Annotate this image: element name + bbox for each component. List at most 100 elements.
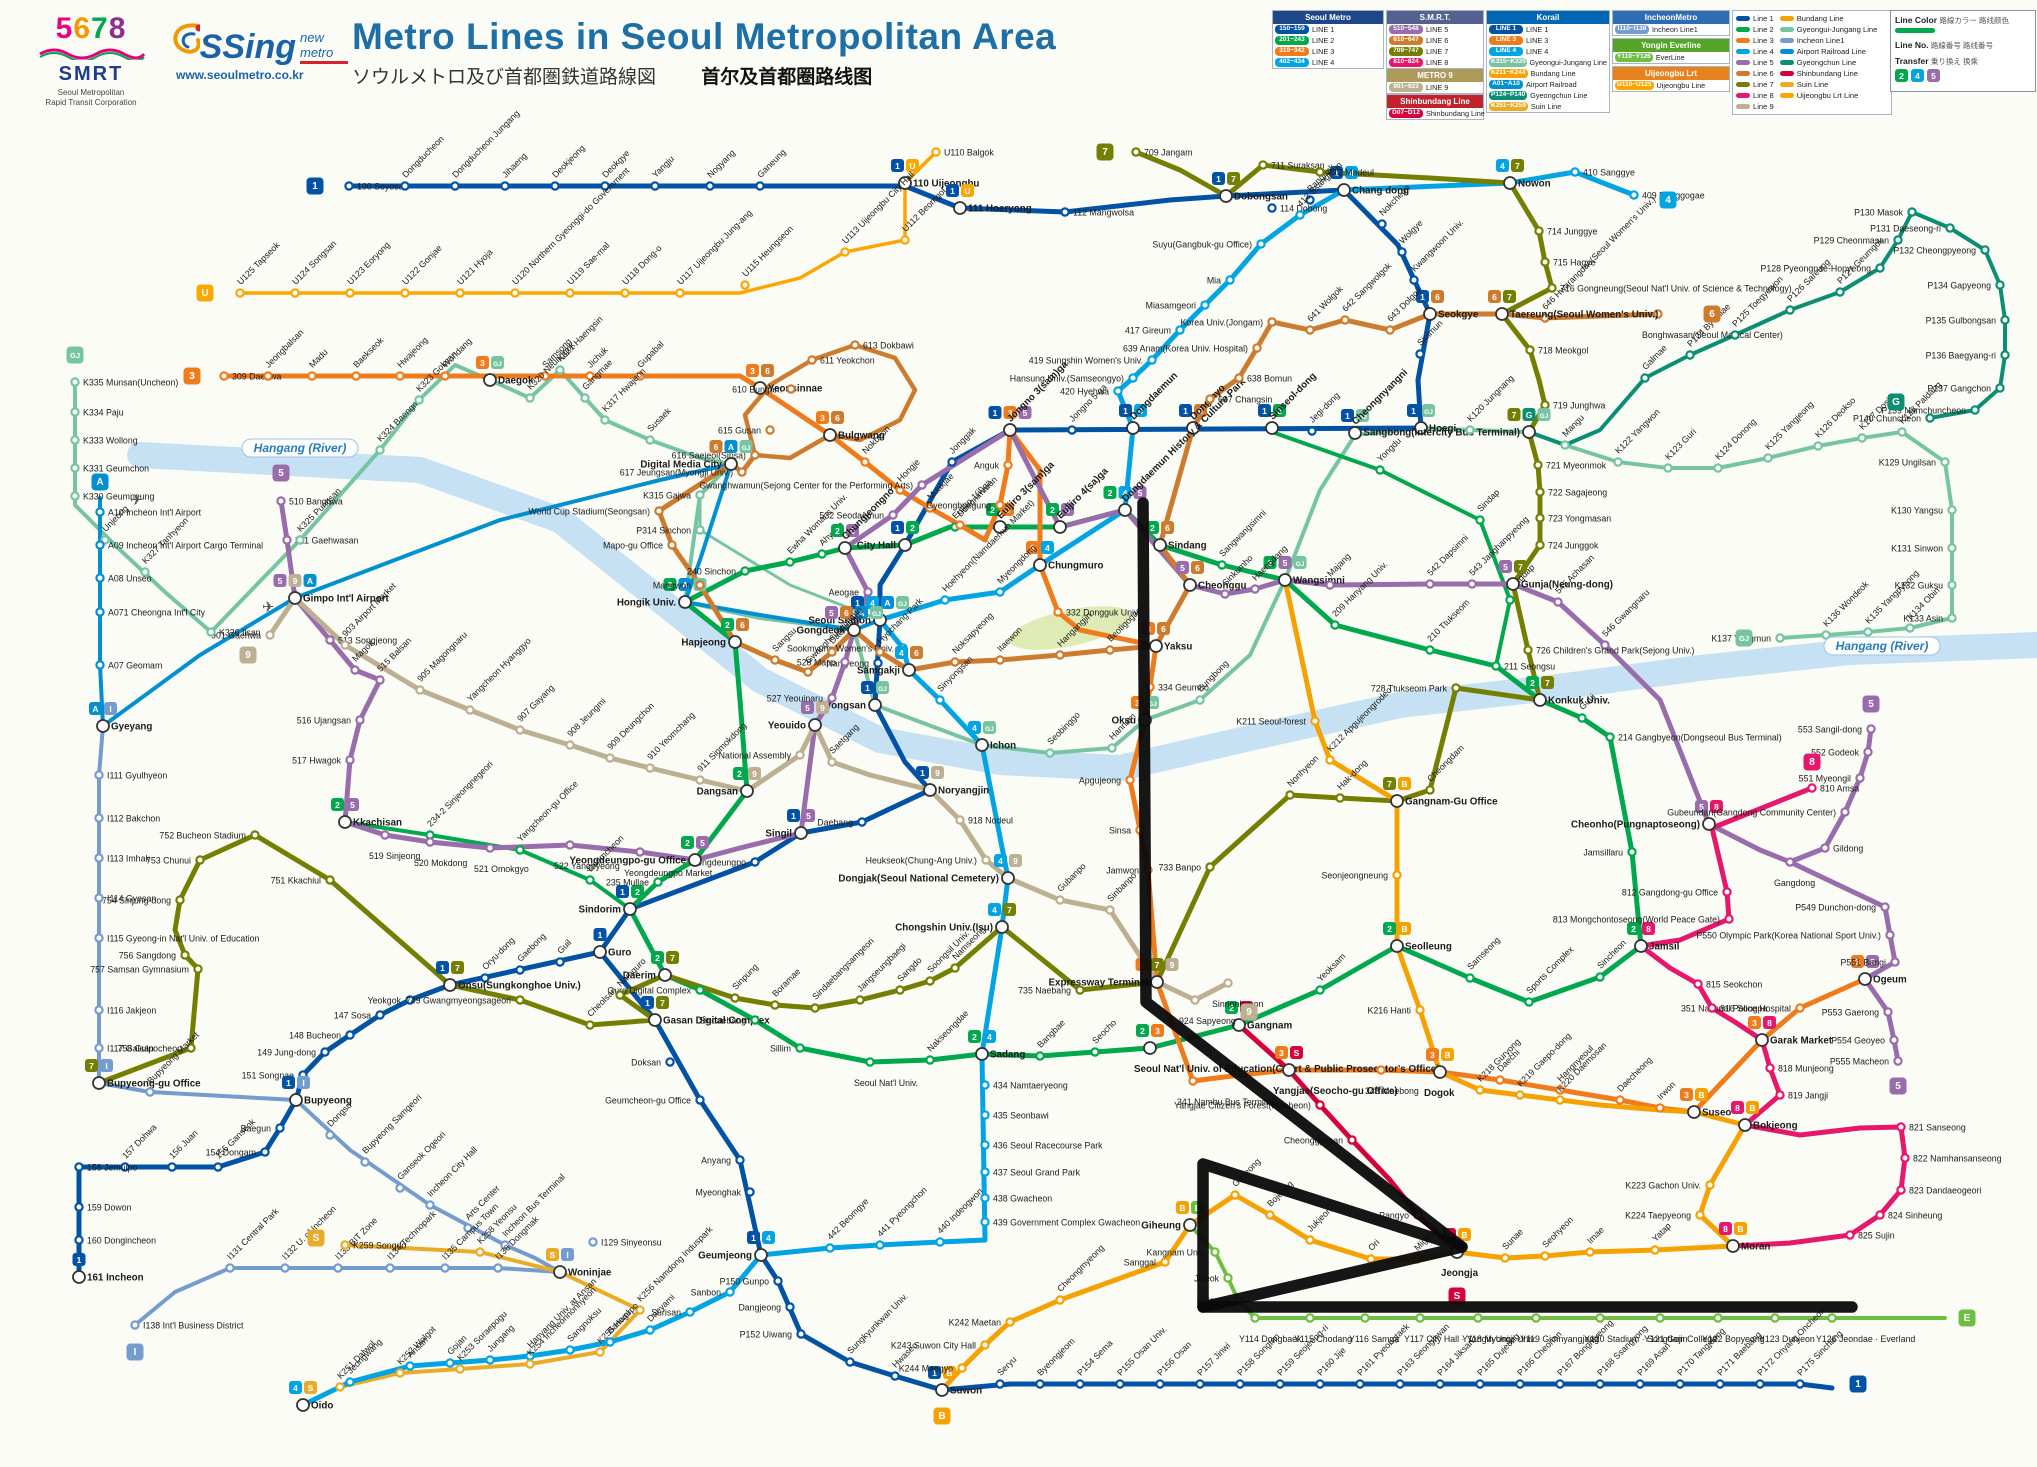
station-label: Gwanghwamun(Sejong Center for the Perfor… [699, 481, 913, 491]
station-label: 214 Gangbyeon(Dongseoul Bus Terminal) [1618, 733, 1782, 743]
line-name: Line 5 [1753, 58, 1774, 67]
station: Sanbon [691, 1287, 735, 1298]
station-label: Nonhyeon [1285, 753, 1321, 789]
station-label: U115 Heungseon [740, 224, 795, 279]
line-badge-icon [273, 574, 287, 587]
station-label: Cheonho(Pungnaptoseong) [1571, 820, 1700, 831]
line-badge-icon [1278, 556, 1292, 569]
station: Seoul Nat'l Univ. [854, 1057, 918, 1088]
svg-text:1: 1 [620, 887, 625, 897]
station-label: K323 Goksan [414, 349, 459, 394]
station-label: Geumjeong [698, 1251, 752, 1262]
line-terminus-badge: 1 [1849, 1375, 1867, 1393]
station: 511 Gaehwasan [282, 535, 359, 546]
station-label: Yeongdeungpo [687, 858, 746, 868]
station: K223 Gachon Univ. [1625, 1180, 1715, 1191]
station-label: Gupabal [635, 339, 666, 370]
line-badge-icon [748, 767, 761, 780]
station: 715 Hagye [1540, 257, 1596, 268]
svg-text:3: 3 [820, 413, 825, 423]
seoulmetro-url[interactable]: www.seoulmetro.co.kr [176, 68, 304, 82]
station: 516 Ujangsan [297, 715, 365, 726]
station-label: Geumcheon-gu Office [605, 1096, 691, 1106]
line-badge-icon [1503, 290, 1516, 303]
svg-text:8: 8 [1767, 1018, 1772, 1028]
svg-text:5: 5 [1895, 1081, 1901, 1092]
station: U118 Dong-o [620, 243, 664, 298]
line-color-swatch [1736, 16, 1750, 21]
line-name: Line 9 [1753, 102, 1774, 111]
svg-text:1: 1 [440, 963, 445, 973]
svg-text:A: A [884, 598, 890, 608]
legend-line-pill: 901~923 [1389, 83, 1423, 92]
line-name: Line 2 [1753, 25, 1774, 34]
station-label: 722 Sagajeong [1548, 488, 1607, 498]
svg-text:GJ: GJ [1358, 414, 1367, 421]
station-label: Seocho [1090, 1017, 1118, 1045]
legend-line-label: LINE 1 [1526, 25, 1549, 34]
smrt-digit: 5 [55, 12, 74, 45]
station-label: 728 Ttukseom Park [1371, 684, 1448, 694]
station-label: K220 Daemosan [1555, 1040, 1608, 1093]
line-badge-icon [1537, 408, 1551, 421]
svg-text:2: 2 [1277, 406, 1282, 416]
svg-text:3: 3 [1279, 1048, 1284, 1058]
station-label: K123 Guri [1663, 427, 1698, 462]
station: 435 Seonbawi [980, 1110, 1049, 1121]
svg-text:1: 1 [791, 811, 796, 821]
line-color-swatch [1736, 49, 1750, 54]
station: Y117 City Hall · Yongin Univ. [1404, 1313, 1515, 1344]
line-badge-icon [851, 596, 864, 609]
station-label: P160 Jije [1315, 1345, 1348, 1378]
station: P140 Chuncheon [1853, 413, 1935, 424]
svg-text:✈: ✈ [262, 599, 275, 616]
station: Dongducheon Jungang [450, 108, 522, 191]
station: Cheonggyesan [1284, 1135, 1357, 1146]
svg-text:9: 9 [935, 768, 940, 778]
station-label: Woninjae [568, 1268, 612, 1279]
station-label: K216 Hanti [1367, 1006, 1411, 1016]
station-label: Dangsan [697, 787, 738, 798]
svg-text:6: 6 [1161, 624, 1166, 634]
station: 824 Sinheung [1875, 1210, 1942, 1221]
station-label: Gongdeok [797, 626, 846, 637]
station: Gubeundari(Gangdong Community Center) [1667, 807, 1850, 818]
line-badge-icon [72, 1253, 86, 1266]
station-label: Guil [555, 937, 573, 955]
svg-text:8: 8 [1735, 1103, 1740, 1113]
legend-list-item: Line 1 [1736, 14, 1774, 23]
station: 520 Mokdong [414, 837, 467, 868]
station-label: Yeouido [768, 721, 806, 732]
station-label: 641 Wolgok [1305, 283, 1345, 323]
station-label: Samgakji [857, 666, 900, 677]
station: 438 Gwacheon [980, 1193, 1052, 1204]
station-label: Gangnam-Gu Office [1405, 797, 1498, 808]
station-label: 721 Myeonmok [1546, 461, 1607, 471]
line-badge-icon [709, 440, 723, 453]
station-label: 527 Yeouinaru [767, 694, 823, 704]
station-label: 903 Airport Market [340, 580, 398, 638]
station: 924 Sapyeong [1179, 995, 1236, 1026]
line-badge-icon [1003, 406, 1017, 419]
line-terminus-badge: 5 [1889, 1077, 1907, 1095]
line-color-swatch [1779, 82, 1794, 87]
line-badge-icon [1695, 800, 1708, 813]
station: K132 Guksu [1895, 580, 1957, 591]
station: U122 Gonjae [400, 243, 444, 298]
station: 211 Seongsu [1491, 661, 1555, 672]
station-label: Seolleung [1405, 942, 1452, 953]
station: Sinpung [730, 962, 760, 1003]
route-annotation [1137, 497, 1468, 1253]
airplane-icon: ✈ [262, 599, 275, 616]
svg-text:1: 1 [950, 186, 955, 196]
